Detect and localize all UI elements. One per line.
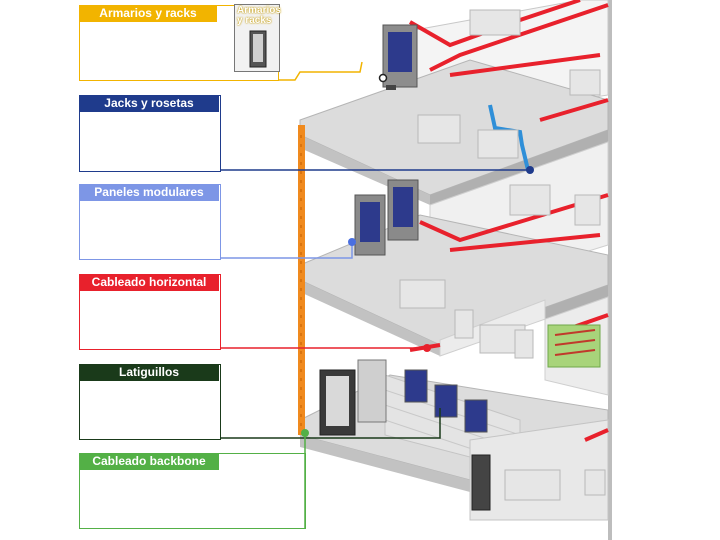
rack-thumbnail: Armarios y racks — [234, 4, 281, 72]
legend-box-horizontal — [79, 274, 221, 350]
legend-label-armarios: Armarios y racks — [79, 5, 217, 22]
jack-connection-dot — [526, 166, 534, 174]
second-floor-racks — [354, 179, 419, 256]
floor-slab-2-edge — [300, 280, 440, 356]
legend-box-jacks — [79, 95, 221, 172]
legend-label-horizontal: Cableado horizontal — [79, 274, 219, 291]
ground-floor-cabinets — [319, 359, 491, 511]
rack-thumbnail-icon — [249, 30, 267, 68]
legend-label-latiguillos: Latiguillos — [79, 364, 219, 381]
backbone-connection-dot — [301, 429, 309, 437]
legend-label-paneles: Paneles modulares — [79, 184, 219, 201]
horizontal-connection-dot — [423, 344, 431, 352]
legend-box-backbone — [79, 453, 306, 529]
office-furniture — [399, 9, 606, 501]
building-edge — [608, 0, 612, 540]
third-floor-wall — [439, 296, 609, 396]
rack-thumbnail-label: Armarios y racks — [237, 5, 281, 26]
legend-label-jacks: Jacks y rosetas — [79, 95, 219, 112]
wall-panel-ports — [554, 329, 596, 356]
legend-box-paneles — [79, 184, 221, 260]
rack-connection-dot — [378, 73, 388, 83]
legend-box-latiguillos — [79, 364, 221, 440]
legend-label-backbone: Cableado backbone — [79, 453, 219, 470]
panel-connection-dot — [348, 238, 356, 246]
top-floor-rack — [382, 24, 418, 90]
patch-cable-blue — [488, 104, 530, 171]
floor-slab-3-edge — [300, 435, 470, 492]
floor-slab-1-side — [430, 130, 608, 205]
